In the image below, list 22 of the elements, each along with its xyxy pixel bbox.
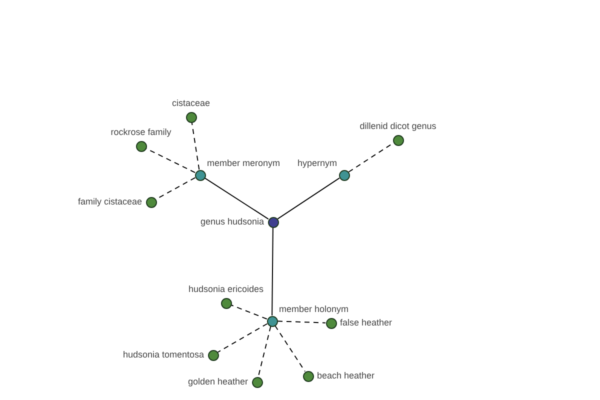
node-label: false heather — [340, 318, 392, 328]
connector-line — [204, 177, 269, 220]
node-label: hudsonia ericoides — [188, 284, 264, 295]
node-label: dillenid dicot genus — [360, 121, 436, 132]
node-label: rockrose family — [110, 127, 172, 138]
node-label: family cistaceae — [78, 196, 142, 208]
node-label: genus hudsonia — [200, 216, 264, 228]
node-label: member holonym — [279, 304, 349, 315]
node-label: cistaceae — [172, 98, 210, 109]
dashed-connector — [191, 122, 200, 170]
connector-line — [277, 178, 340, 220]
node-label: golden heather — [188, 376, 248, 388]
dashed-connector — [217, 323, 268, 353]
node-label: hypernym — [297, 158, 337, 169]
connector-line — [272, 227, 274, 316]
node-label: hudsonia tomentosa — [122, 350, 204, 360]
dashed-connector — [277, 320, 326, 324]
node-label: member meronym — [207, 158, 280, 169]
dashed-connector — [348, 142, 394, 172]
dashed-connector — [258, 326, 272, 378]
node-label: beach heather — [317, 370, 375, 382]
dashed-connector — [230, 304, 268, 320]
